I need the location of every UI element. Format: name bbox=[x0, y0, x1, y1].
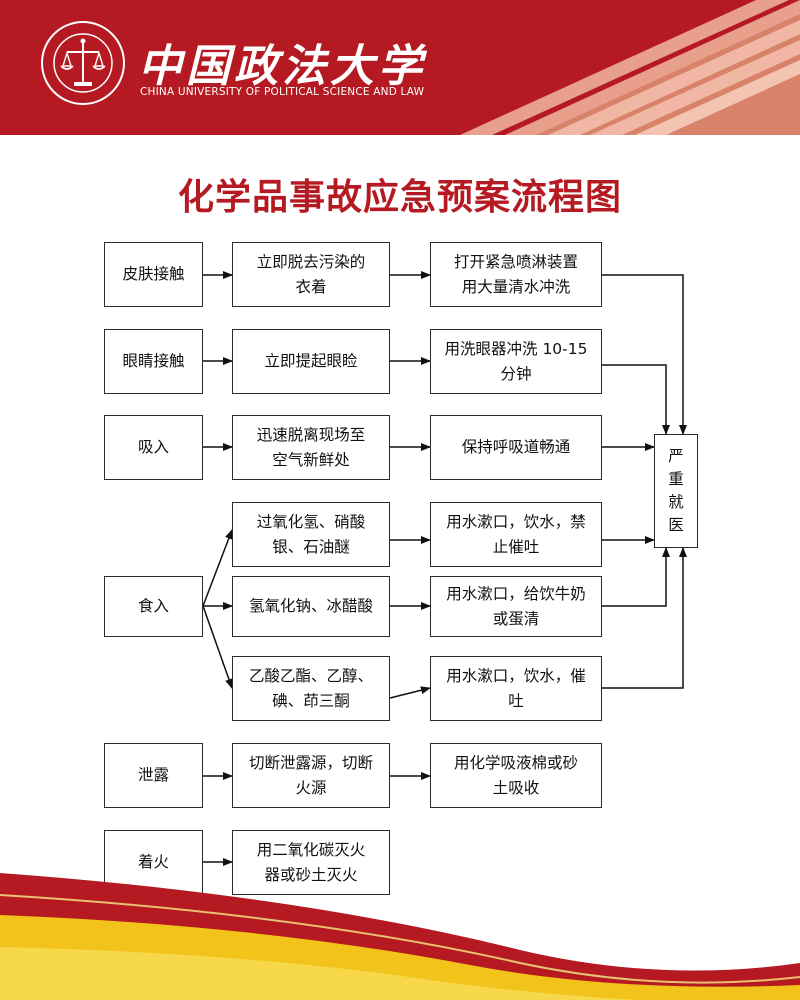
step-text-line: 打开紧急喷淋装置 bbox=[453, 253, 578, 272]
arrow-ingest-a bbox=[202, 529, 233, 607]
arrow-ingest-c2 bbox=[389, 686, 431, 699]
step-text-line: 保持呼吸道畅通 bbox=[461, 438, 571, 457]
step-text-line: 土吸收 bbox=[492, 778, 540, 797]
step-text-line: 止催吐 bbox=[492, 537, 540, 556]
header-banner: 中国政法大学 CHINA UNIVERSITY OF POLITICAL SCI… bbox=[0, 0, 800, 135]
brand-name-cn: 中国政法大学 bbox=[138, 41, 426, 92]
step-text-line: 用水漱口，饮水，禁 bbox=[446, 513, 586, 532]
step-text-line: 用二氧化碳灭火 bbox=[256, 841, 366, 860]
step-text-line: 分钟 bbox=[500, 364, 532, 383]
step-text-line: 空气新鲜处 bbox=[272, 450, 350, 469]
step-text-line: 用水漱口，给饮牛奶 bbox=[446, 585, 586, 604]
arrow-ingest-c-final bbox=[602, 547, 687, 689]
category-leak-label: 泄露 bbox=[137, 766, 169, 785]
step-ingest-group-a: 过氧化氢、硝酸银、石油醚 bbox=[232, 502, 390, 567]
step-inhale-keep-airway: 保持呼吸道畅通 bbox=[430, 415, 602, 480]
step-ingest-c-induce-vomit: 用水漱口，饮水，催吐 bbox=[430, 656, 602, 721]
step-text-line: 立即脱去污染的 bbox=[256, 253, 366, 272]
category-skin-label: 皮肤接触 bbox=[122, 265, 185, 284]
step-ingest-group-b: 氢氧化钠、冰醋酸 bbox=[232, 576, 390, 637]
category-leak: 泄露 bbox=[104, 743, 203, 808]
step-text-line: 用水漱口，饮水，催 bbox=[446, 667, 586, 686]
step-ingest-a-no-vomit: 用水漱口，饮水，禁止催吐 bbox=[430, 502, 602, 567]
step-inhale-leave-scene: 迅速脱离现场至空气新鲜处 bbox=[232, 415, 390, 480]
arrow-ingest-c bbox=[202, 605, 233, 689]
step-text-line: 切断泄露源，切断 bbox=[248, 754, 373, 773]
page-title: 化学品事故应急预案流程图 bbox=[177, 176, 622, 218]
category-ingest-label: 食入 bbox=[137, 597, 169, 616]
final-seek-medical-care: 严 重 就 医 bbox=[654, 434, 698, 548]
step-eye-wash: 用洗眼器冲洗 10-15 分钟 bbox=[430, 329, 602, 394]
step-leak-absorb: 用化学吸液棉或砂土吸收 bbox=[430, 743, 602, 808]
step-fire-extinguish: 用二氧化碳灭火器或砂土灭火 bbox=[232, 830, 390, 895]
step-skin-remove-clothing: 立即脱去污染的衣着 bbox=[232, 242, 390, 307]
step-text-line: 乙酸乙酯、乙醇、 bbox=[248, 667, 373, 686]
step-text-line: 用洗眼器冲洗 10-15 bbox=[444, 340, 588, 359]
step-text-line: 碘、茚三酮 bbox=[272, 691, 350, 710]
arrow-eye-final bbox=[602, 364, 670, 435]
step-leak-cut-source: 切断泄露源，切断火源 bbox=[232, 743, 390, 808]
category-eye-contact: 眼睛接触 bbox=[104, 329, 203, 394]
arrow-skin-final bbox=[602, 274, 687, 435]
step-text-line: 吐 bbox=[508, 691, 524, 710]
category-ingestion: 食入 bbox=[104, 576, 203, 637]
brand-name-en: CHINA UNIVERSITY OF POLITICAL SCIENCE AN… bbox=[140, 86, 425, 98]
step-ingest-b-milk: 用水漱口，给饮牛奶或蛋清 bbox=[430, 576, 602, 637]
step-text-line: 或蛋清 bbox=[492, 609, 540, 628]
step-text-line: 立即提起眼睑 bbox=[264, 352, 358, 371]
category-skin-contact: 皮肤接触 bbox=[104, 242, 203, 307]
step-text-line: 用化学吸液棉或砂 bbox=[453, 754, 578, 773]
final-char: 严 bbox=[668, 446, 684, 465]
final-char: 医 bbox=[668, 516, 684, 535]
final-char: 重 bbox=[668, 469, 684, 488]
university-seal-icon bbox=[40, 20, 126, 106]
category-inhalation: 吸入 bbox=[104, 415, 203, 480]
header-stripes bbox=[0, 0, 800, 135]
step-ingest-group-c: 乙酸乙酯、乙醇、碘、茚三酮 bbox=[232, 656, 390, 721]
final-char: 就 bbox=[668, 493, 684, 511]
step-text-line: 器或砂土灭火 bbox=[264, 865, 358, 884]
footer-waves bbox=[0, 873, 800, 1000]
category-eye-label: 眼睛接触 bbox=[122, 352, 185, 371]
category-inhale-label: 吸入 bbox=[137, 438, 169, 457]
step-eye-lift-eyelid: 立即提起眼睑 bbox=[232, 329, 390, 394]
step-text-line: 银、石油醚 bbox=[272, 537, 350, 556]
step-text-line: 衣着 bbox=[295, 277, 327, 296]
step-text-line: 过氧化氢、硝酸 bbox=[256, 513, 366, 532]
step-text-line: 火源 bbox=[295, 778, 327, 797]
arrow-ingest-b-final bbox=[602, 547, 670, 607]
step-text-line: 迅速脱离现场至 bbox=[256, 426, 366, 445]
step-text-line: 用大量清水冲洗 bbox=[461, 277, 571, 296]
step-skin-emergency-shower: 打开紧急喷淋装置用大量清水冲洗 bbox=[430, 242, 602, 307]
category-fire-label: 着火 bbox=[137, 853, 169, 872]
step-text-line: 氢氧化钠、冰醋酸 bbox=[248, 597, 373, 616]
